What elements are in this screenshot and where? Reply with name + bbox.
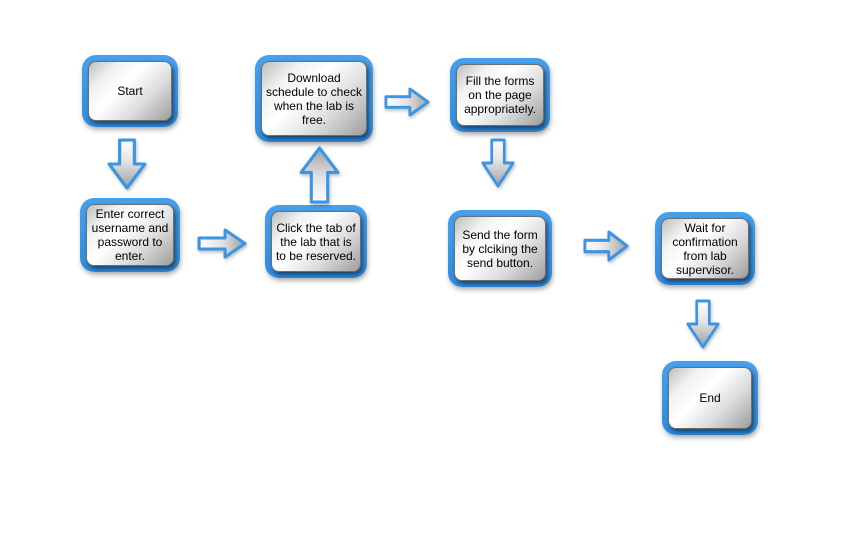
flow-node-download-schedule: Download schedule to check when the lab … — [255, 55, 373, 142]
arrow-down-icon — [107, 138, 147, 190]
flow-node-enter-credentials: Enter correct username and password to e… — [80, 198, 180, 272]
flow-node-end: End — [662, 361, 758, 435]
flow-node-label: Enter correct username and password to e… — [86, 204, 174, 266]
flow-node-fill-forms: Fill the forms on the page appropriately… — [450, 58, 550, 132]
arrow-up-icon — [299, 146, 340, 204]
arrow-right-icon — [384, 87, 430, 117]
arrow-down-icon — [686, 299, 720, 349]
arrow-right-icon — [583, 230, 629, 262]
flow-node-label: Wait for confirmation from lab superviso… — [661, 218, 749, 279]
arrow-down-icon — [481, 138, 515, 188]
arrow-right-icon — [197, 228, 247, 259]
flow-node-send-form: Send the form by clciking the send butto… — [448, 210, 552, 287]
flow-node-click-tab: Click the tab of the lab that is to be r… — [265, 205, 367, 278]
flow-node-wait-confirmation: Wait for confirmation from lab superviso… — [655, 212, 755, 285]
flow-node-label: Download schedule to check when the lab … — [261, 61, 367, 136]
flow-node-label: Send the form by clciking the send butto… — [454, 216, 546, 281]
flow-node-label: Click the tab of the lab that is to be r… — [271, 211, 361, 272]
flow-node-label: Start — [88, 61, 172, 121]
flow-node-label: Fill the forms on the page appropriately… — [456, 64, 544, 126]
flow-node-label: End — [668, 367, 752, 429]
flow-node-start: Start — [82, 55, 178, 127]
